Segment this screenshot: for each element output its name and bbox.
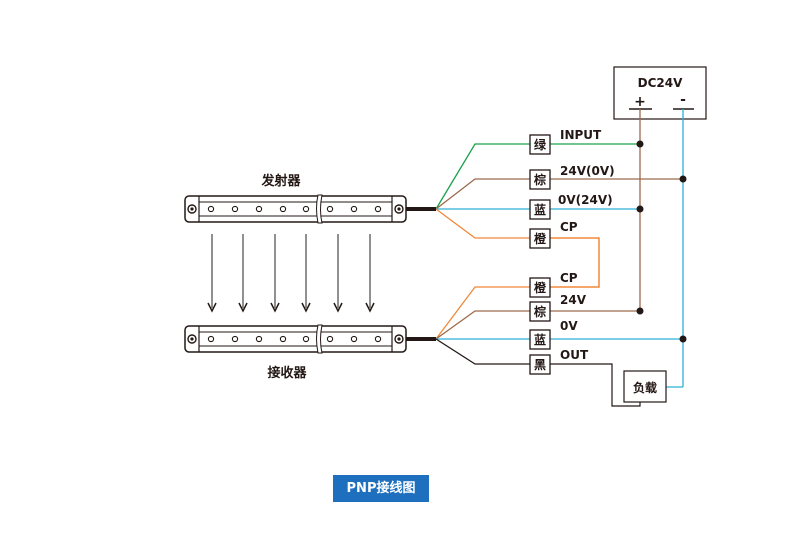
arrow-head-icon bbox=[365, 302, 375, 313]
wire-color-blue: 蓝 bbox=[534, 202, 546, 217]
arrow-head-icon bbox=[333, 302, 343, 313]
junction-dot bbox=[636, 140, 644, 148]
receiver-wire-labels: 橙 CP 棕 24V 蓝 0V 黑 OUT bbox=[529, 271, 589, 375]
emitter-wire-labels: 绿 INPUT 棕 24V(0V) 蓝 0V(24V) 橙 CP bbox=[529, 128, 615, 249]
led-dot bbox=[302, 205, 310, 213]
wire-color-brown: 棕 bbox=[533, 172, 546, 187]
minus-terminal: - bbox=[680, 92, 686, 108]
emitter-wires bbox=[435, 143, 683, 288]
wire-signal-out: OUT bbox=[560, 348, 589, 362]
led-dot bbox=[302, 335, 310, 343]
diagram-title-badge: PNP接线图 bbox=[333, 475, 429, 502]
plus-terminal: + bbox=[634, 94, 646, 110]
led-dot bbox=[374, 205, 382, 213]
arrow-head-icon bbox=[207, 302, 217, 313]
bar-body bbox=[184, 195, 407, 223]
bar-body bbox=[184, 325, 407, 353]
receiver-label: 接收器 bbox=[267, 365, 307, 381]
wire-color-orange: 橙 bbox=[534, 231, 547, 246]
cable bbox=[406, 337, 436, 341]
led-dot bbox=[326, 205, 334, 213]
wire-color-brown: 棕 bbox=[533, 304, 546, 319]
arrow-head-icon bbox=[301, 302, 311, 313]
wire-signal-24v: 24V bbox=[560, 293, 587, 307]
wire-signal-cp: CP bbox=[560, 220, 578, 234]
junction-dot bbox=[636, 205, 644, 213]
cable bbox=[406, 207, 436, 211]
led-dot bbox=[350, 205, 358, 213]
arrow-head-icon bbox=[238, 302, 248, 313]
receiver-bar bbox=[184, 324, 436, 354]
junction-dot bbox=[679, 175, 687, 183]
wire-signal-24v-0v: 24V(0V) bbox=[560, 164, 615, 178]
power-supply-label: DC24V bbox=[638, 76, 683, 90]
led-dot bbox=[231, 335, 239, 343]
led-dot bbox=[255, 205, 263, 213]
junction-dots bbox=[636, 140, 687, 343]
wire-color-blue: 蓝 bbox=[534, 332, 546, 347]
junction-dot bbox=[679, 335, 687, 343]
led-dot bbox=[207, 205, 215, 213]
emitter-bar bbox=[184, 194, 436, 224]
led-dot bbox=[279, 205, 287, 213]
emitter-label: 发射器 bbox=[260, 173, 301, 189]
wire-color-orange: 橙 bbox=[534, 280, 547, 295]
load-label: 负载 bbox=[633, 380, 657, 395]
led-dot bbox=[350, 335, 358, 343]
arrow-head-icon bbox=[270, 302, 280, 313]
receiver-wires bbox=[435, 286, 683, 407]
bar-break bbox=[316, 194, 323, 224]
led-dot bbox=[207, 335, 215, 343]
wire-color-black: 黑 bbox=[534, 358, 546, 372]
led-dot bbox=[231, 205, 239, 213]
led-dot bbox=[326, 335, 334, 343]
wire-color-green: 绿 bbox=[534, 137, 547, 152]
junction-dot bbox=[636, 307, 644, 315]
light-beam-arrows bbox=[207, 234, 375, 313]
bar-break bbox=[316, 324, 323, 354]
power-supply: DC24V + - bbox=[613, 66, 707, 120]
wire-signal-cp: CP bbox=[560, 271, 578, 285]
led-dot bbox=[255, 335, 263, 343]
led-dot bbox=[279, 335, 287, 343]
led-dot bbox=[374, 335, 382, 343]
wire-signal-0v: 0V bbox=[560, 319, 578, 333]
wire-signal-0v-24v: 0V(24V) bbox=[558, 193, 613, 207]
load-box: 负载 bbox=[623, 370, 667, 403]
wire-signal-input: INPUT bbox=[560, 128, 602, 142]
